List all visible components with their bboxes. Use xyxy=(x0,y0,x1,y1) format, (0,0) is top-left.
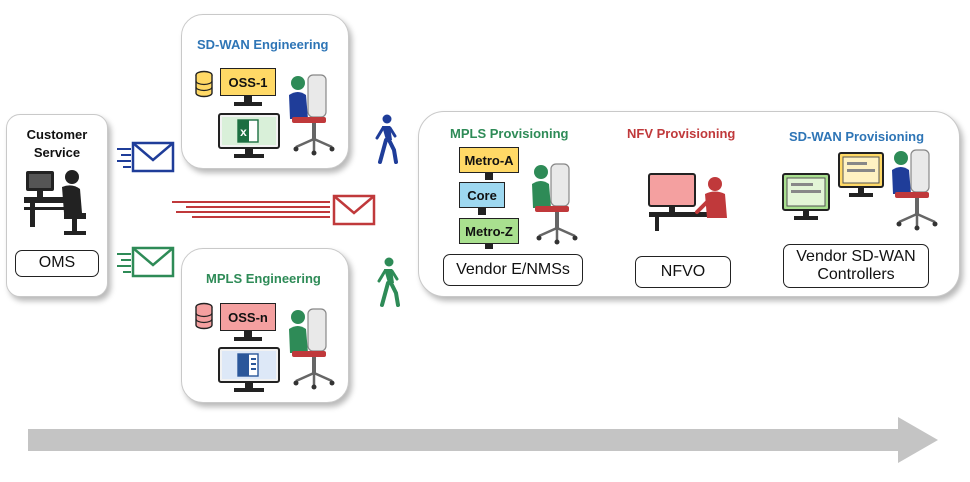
walking-person-blue-icon xyxy=(375,114,398,164)
provisioning-panel: MPLS Provisioning Metro-A Core Metro-Z V… xyxy=(418,111,960,297)
mpls-provisioning-title: MPLS Provisioning xyxy=(450,126,569,141)
customer-service-title: Customer Service xyxy=(26,127,88,160)
nfvo-label: NFVO xyxy=(635,256,731,288)
oss-n-chip: OSS-n xyxy=(220,303,276,331)
sdwan-engineering-panel: SD-WAN Engineering OSS-1 x xyxy=(181,14,349,169)
mpls-engineering-title: MPLS Engineering xyxy=(206,271,321,286)
core-chip: Core xyxy=(459,182,505,208)
database-icon xyxy=(195,302,213,330)
word-monitor-icon xyxy=(218,347,280,392)
database-icon xyxy=(195,70,213,98)
engineer-at-chair-icon xyxy=(892,149,938,231)
engineer-at-chair-icon xyxy=(289,308,335,390)
vendor-enms-label: Vendor E/NMSs xyxy=(443,254,583,286)
envelope-red-icon xyxy=(172,194,376,226)
oss-1-chip-base xyxy=(234,102,262,106)
sdwan-provisioning-title: SD-WAN Provisioning xyxy=(789,129,925,144)
oss-n-chip-base xyxy=(234,337,262,341)
svg-text:x: x xyxy=(240,125,247,139)
walking-person-green-icon xyxy=(377,257,400,307)
oss-1-chip: OSS-1 xyxy=(220,68,276,96)
vendor-sdwan-controllers-label: Vendor SD-WAN Controllers xyxy=(783,244,929,288)
excel-monitor-icon: x xyxy=(218,113,280,158)
oss-n-chip-stand xyxy=(244,331,252,337)
envelope-blue-icon xyxy=(117,141,175,173)
nfv-provisioning-title: NFV Provisioning xyxy=(627,126,736,141)
metro-z-stand xyxy=(485,244,493,249)
metro-a-stand xyxy=(485,173,493,180)
sdwan-engineering-title: SD-WAN Engineering xyxy=(197,37,329,52)
engineer-at-chair-icon xyxy=(289,74,335,156)
customer-service-panel: Customer Service OMS xyxy=(6,114,108,297)
nfv-operator-icon xyxy=(648,173,727,231)
metro-a-chip: Metro-A xyxy=(459,147,519,173)
customer-service-agent-icon xyxy=(24,170,86,235)
process-flow-arrow xyxy=(28,417,938,463)
oms-system-label: OMS xyxy=(15,250,99,277)
mpls-engineering-panel: MPLS Engineering OSS-n xyxy=(181,248,349,403)
sdwan-controller-monitors-icon xyxy=(782,152,884,220)
oss-1-chip-stand xyxy=(244,96,252,102)
envelope-green-icon xyxy=(117,246,175,278)
core-stand xyxy=(478,208,486,215)
metro-z-chip: Metro-Z xyxy=(459,218,519,244)
engineer-at-chair-icon xyxy=(532,163,578,245)
